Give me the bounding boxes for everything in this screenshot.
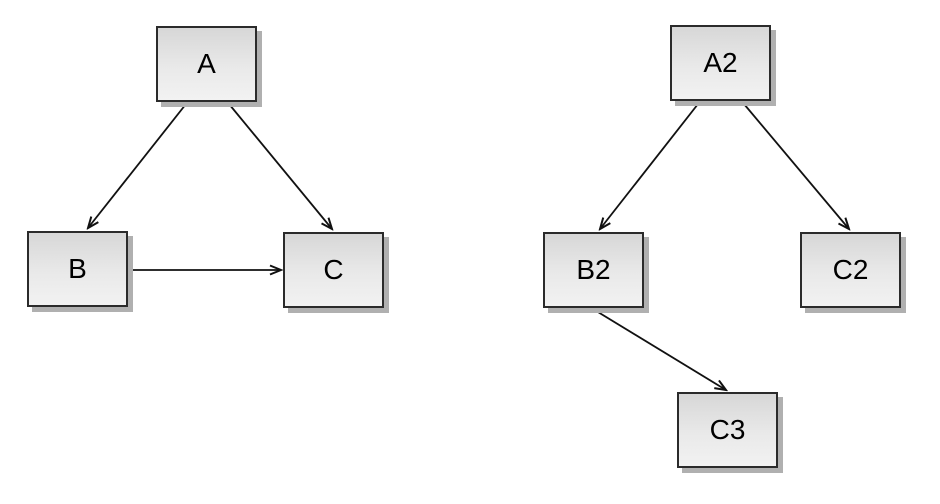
node-C-label: C <box>323 254 344 285</box>
node-B2[interactable]: B2 <box>543 232 644 308</box>
node-B[interactable]: B <box>27 231 128 307</box>
node-C2[interactable]: C2 <box>800 232 901 308</box>
edge-A2-C2 <box>743 103 849 229</box>
node-C2-label: C2 <box>832 254 869 285</box>
node-A2-label: A2 <box>703 47 738 78</box>
node-A[interactable]: A <box>156 26 257 102</box>
node-C3-label: C3 <box>709 414 746 445</box>
edge-A-B <box>88 103 187 228</box>
node-C3[interactable]: C3 <box>677 392 778 468</box>
node-B2-label: B2 <box>576 254 611 285</box>
edge-A2-B2 <box>600 103 699 229</box>
node-C[interactable]: C <box>283 232 384 308</box>
node-A2[interactable]: A2 <box>670 25 771 101</box>
edge-A-C <box>228 103 332 229</box>
node-B-label: B <box>68 253 87 284</box>
edge-B2-C3 <box>592 308 726 390</box>
node-A-label: A <box>197 48 216 79</box>
